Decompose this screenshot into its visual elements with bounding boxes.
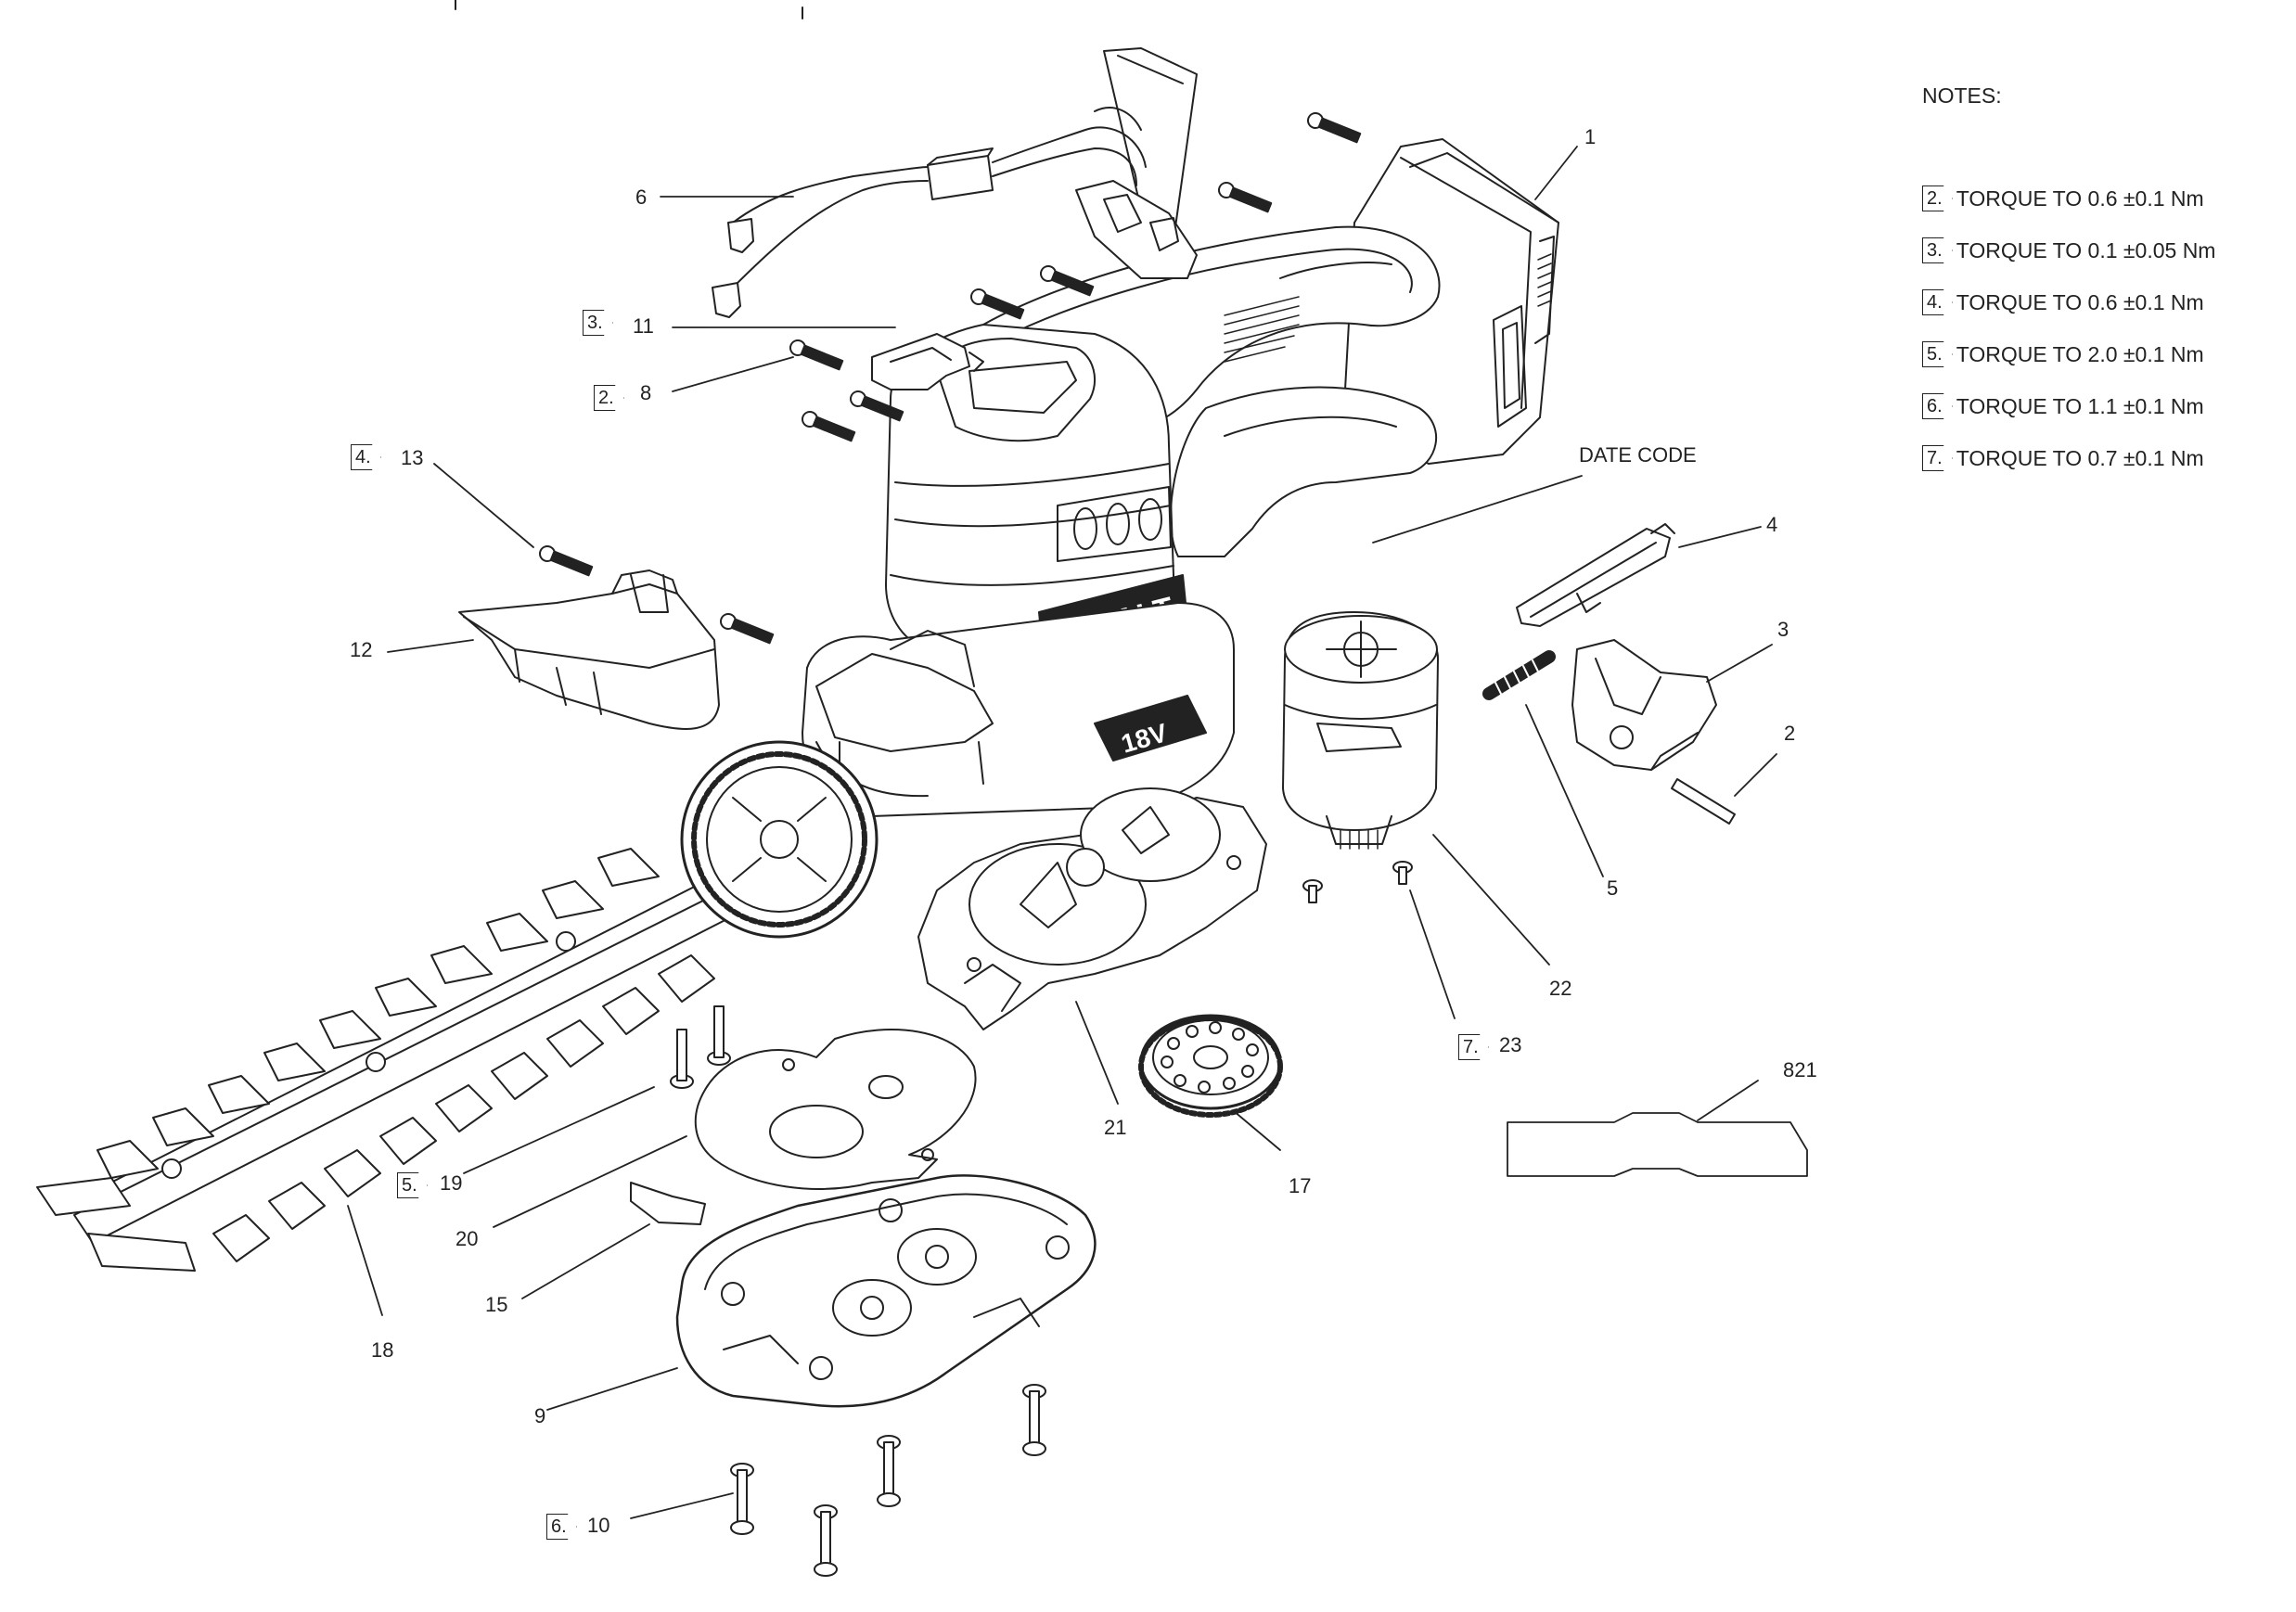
callout-10: 10 — [587, 1514, 610, 1537]
callout-821: 821 — [1783, 1058, 1817, 1081]
callout-4: 4 — [1766, 513, 1778, 536]
screw — [802, 411, 856, 442]
flag-10: 6. — [546, 1514, 577, 1540]
flag-8: 2. — [594, 385, 624, 411]
blade-teeth-lower — [212, 954, 715, 1262]
leader-lines — [347, 146, 1777, 1519]
part-821-label — [1507, 1112, 1808, 1177]
blade-teeth-upper — [96, 848, 660, 1179]
screw — [850, 390, 904, 422]
screw — [1218, 182, 1273, 213]
screw — [970, 288, 1025, 320]
part-10-screws — [730, 1384, 1046, 1577]
callout-6: 6 — [635, 186, 648, 209]
callout-2: 2 — [1784, 722, 1796, 745]
part-20-gasket — [694, 1029, 977, 1190]
callout-21: 21 — [1104, 1116, 1127, 1139]
callout-20: 20 — [455, 1227, 479, 1250]
callout-1: 1 — [1584, 125, 1597, 148]
date-code-label: DATE CODE — [1579, 443, 1697, 467]
part-21-gear-housing — [917, 787, 1267, 1030]
callout-8: 8 — [640, 381, 652, 404]
switch-wiring — [712, 47, 1198, 318]
flag-23: 7. — [1458, 1034, 1489, 1060]
main-housing: DEWALT 18V — [802, 138, 1559, 817]
callout-9: 9 — [534, 1404, 546, 1427]
callout-18: 18 — [371, 1338, 394, 1362]
part-9-base-plate — [675, 1174, 1097, 1408]
screws-top — [539, 112, 1362, 645]
part-11-bracket — [871, 333, 984, 390]
part-23-screws — [1302, 861, 1413, 903]
note-item: 7. TORQUE TO 0.7 ±0.1 Nm — [1922, 445, 2204, 471]
flag-19: 5. — [397, 1172, 428, 1198]
callout-22: 22 — [1549, 977, 1572, 1000]
callout-3: 3 — [1777, 618, 1789, 641]
part-19-screws — [670, 1005, 731, 1089]
screw — [1307, 112, 1362, 144]
screw — [1040, 265, 1095, 297]
note-item: 6. TORQUE TO 1.1 ±0.1 Nm — [1922, 393, 2204, 419]
part-12-blade-guard — [458, 569, 720, 730]
part-5-spring — [1482, 650, 1556, 700]
notes-title: NOTES: — [1922, 83, 2002, 108]
part-15-key — [630, 1182, 706, 1225]
callout-5: 5 — [1607, 876, 1619, 900]
part-18-hedge-blade — [36, 740, 879, 1272]
part-2-pin — [1671, 778, 1736, 825]
part-4-lever — [1516, 523, 1675, 627]
callout-23: 23 — [1499, 1033, 1522, 1056]
note-item: 2. TORQUE TO 0.6 ±0.1 Nm — [1922, 186, 2204, 211]
callout-19: 19 — [440, 1171, 463, 1195]
flag-13: 4. — [351, 444, 381, 470]
screw — [789, 339, 844, 371]
part-22-motor — [1282, 611, 1439, 850]
part-17-gear — [1138, 1014, 1283, 1118]
screw — [720, 613, 775, 645]
note-item: 5. TORQUE TO 2.0 ±0.1 Nm — [1922, 341, 2204, 367]
screw — [539, 545, 594, 577]
callout-13: 13 — [401, 446, 424, 469]
part-3-latch — [1571, 639, 1717, 771]
note-item: 4. TORQUE TO 0.6 ±0.1 Nm — [1922, 289, 2204, 315]
callout-11: 11 — [633, 314, 654, 338]
callout-15: 15 — [485, 1293, 508, 1316]
note-item: 3. TORQUE TO 0.1 ±0.05 Nm — [1922, 237, 2215, 263]
callout-12: 12 — [350, 638, 373, 661]
callout-17: 17 — [1289, 1174, 1312, 1197]
flag-11: 3. — [583, 310, 613, 336]
